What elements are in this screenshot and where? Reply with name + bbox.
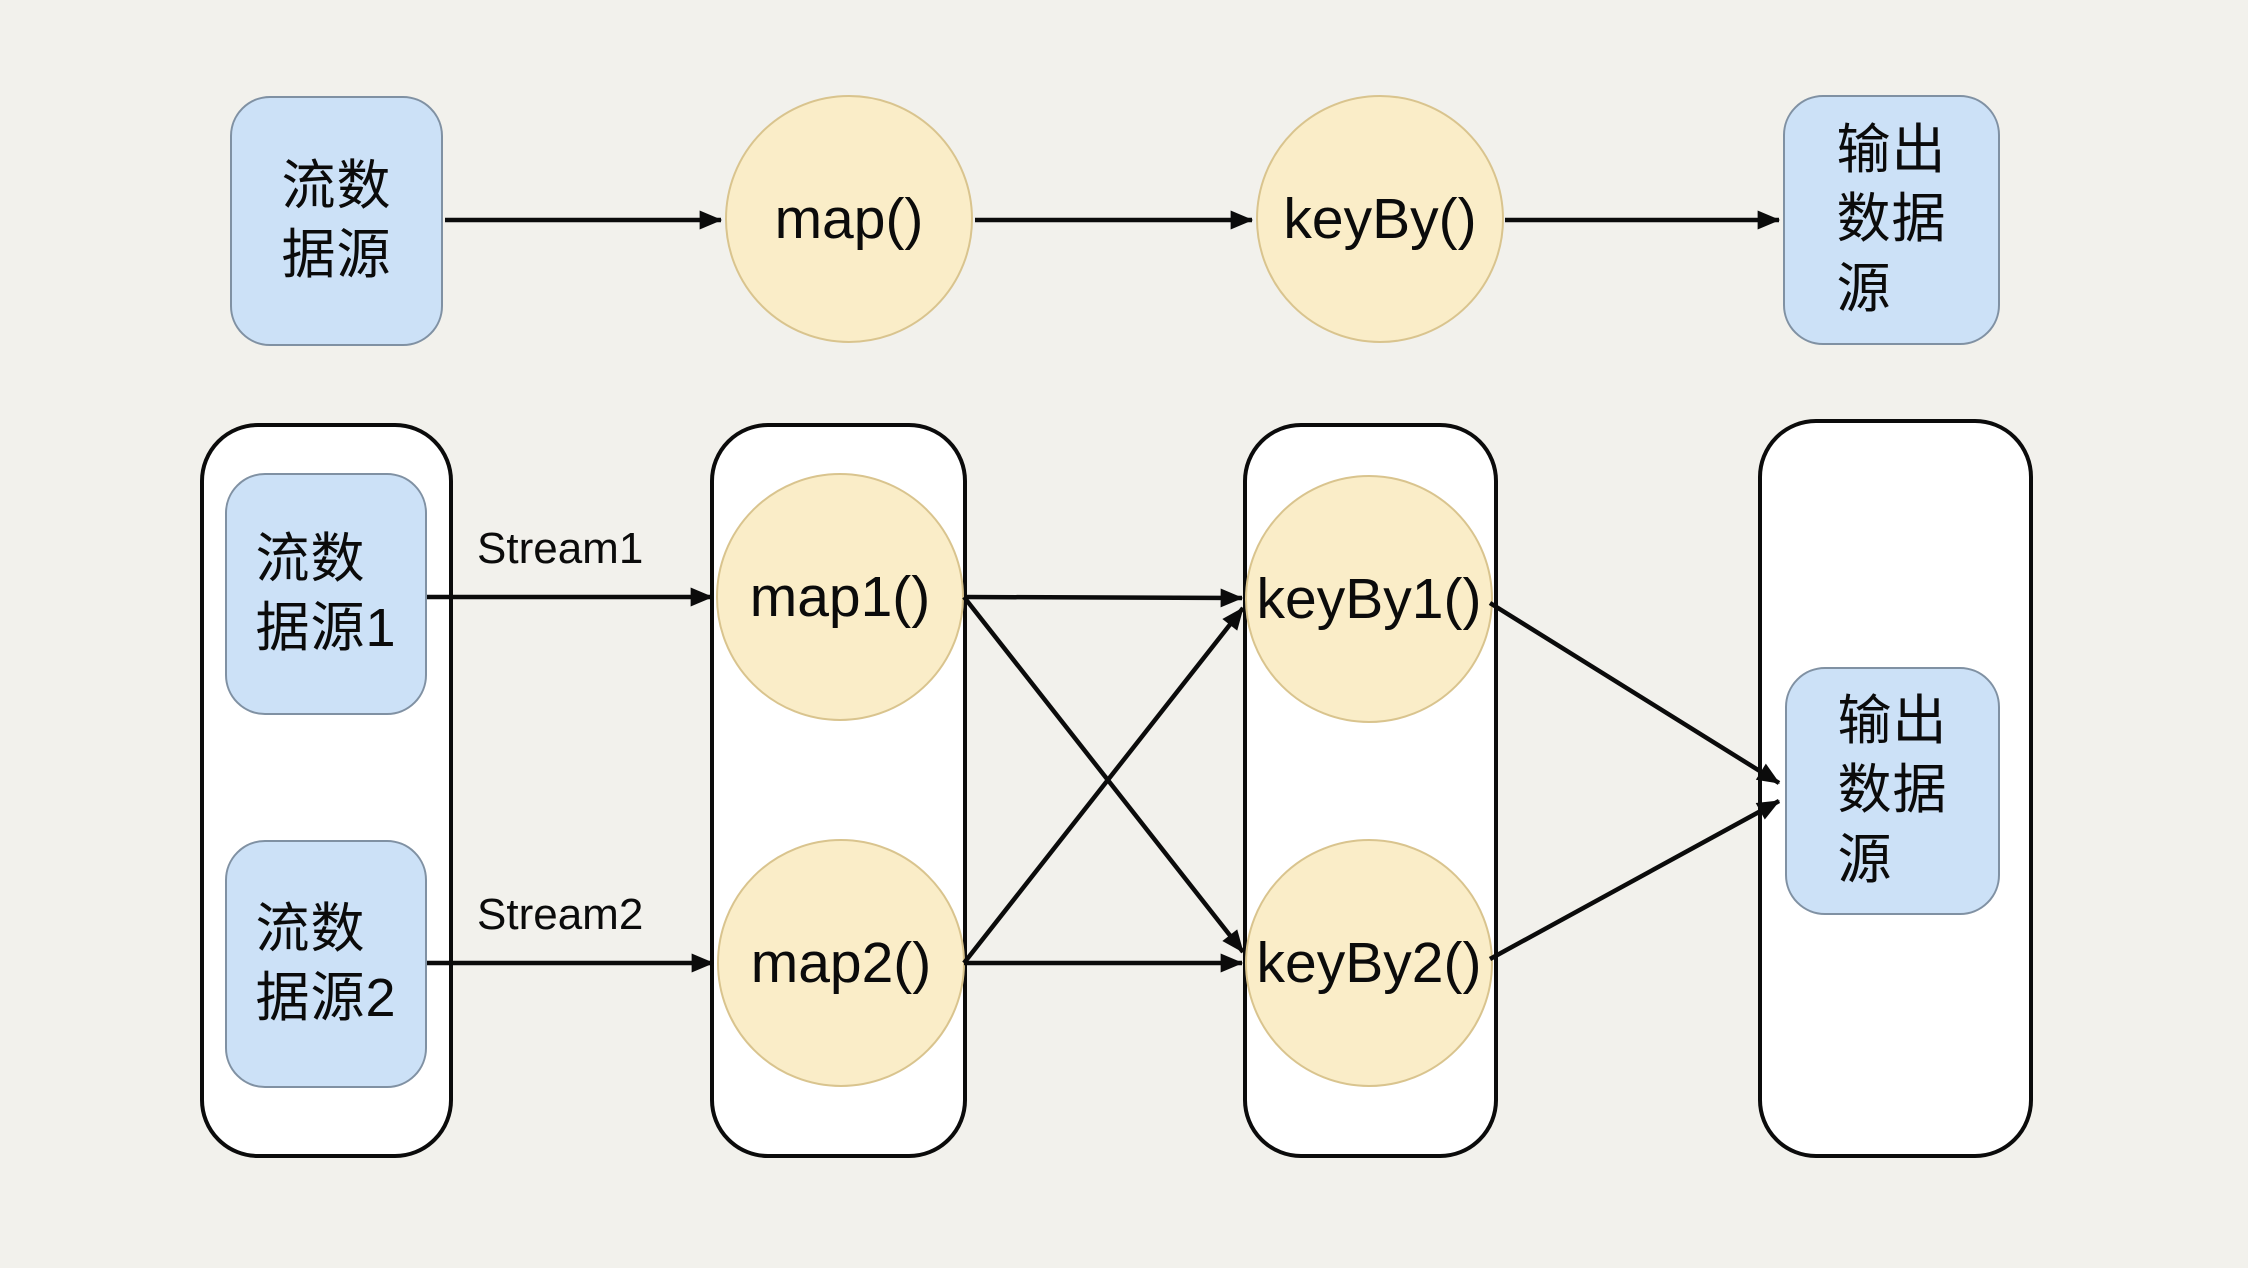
edge-map2-to-keyby1 — [962, 606, 1245, 965]
edge-label-stream2: Stream2 — [477, 890, 644, 939]
node-stream-source-2: 流数 据源2 — [225, 840, 427, 1088]
node-stream-source-1: 流数 据源1 — [225, 473, 427, 715]
node-map1-label: map1() — [749, 565, 931, 629]
node-keyby1-label: keyBy1() — [1256, 567, 1482, 631]
node-keyby2-label: keyBy2() — [1256, 931, 1482, 995]
node-map2: map2() — [717, 839, 965, 1087]
node-keyby1: keyBy1() — [1245, 475, 1493, 723]
edge-keyby2-to-sink — [1488, 799, 1781, 961]
node-keyby: keyBy() — [1256, 95, 1504, 343]
node-keyby-label: keyBy() — [1283, 187, 1477, 251]
edge-map1-to-keyby2 — [962, 595, 1245, 954]
node-output-sink: 输出 数据 源 — [1783, 95, 2000, 345]
node-map2-label: map2() — [750, 931, 932, 995]
node-stream-source: 流数 据源 — [230, 96, 443, 346]
edge-keyby1-to-sink — [1488, 601, 1781, 785]
node-output-sink-label: 输出 数据 源 — [1836, 120, 1947, 319]
node-map1: map1() — [716, 473, 964, 721]
node-stream-source-1-label: 流数 据源1 — [255, 528, 397, 658]
node-output-sink-2: 输出 数据 源 — [1785, 667, 2000, 915]
node-stream-source-label: 流数 据源 — [281, 155, 392, 285]
edge-label-stream1: Stream1 — [477, 524, 644, 573]
edge-map1-to-keyby1 — [963, 588, 1244, 608]
node-stream-source-2-label: 流数 据源2 — [255, 898, 397, 1028]
node-map-label: map() — [774, 187, 924, 251]
node-map: map() — [725, 95, 973, 343]
node-keyby2: keyBy2() — [1245, 839, 1493, 1087]
node-output-sink-2-label: 输出 数据 源 — [1837, 691, 1948, 890]
